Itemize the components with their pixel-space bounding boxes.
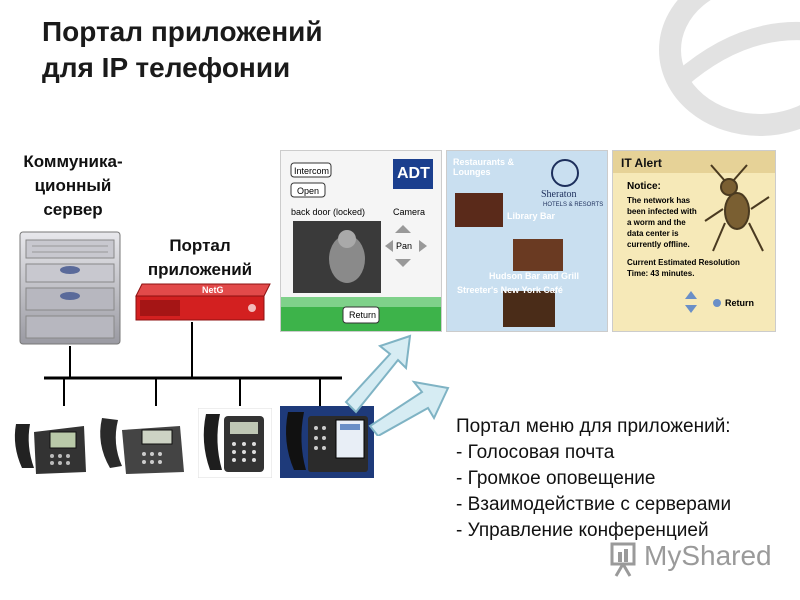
sheraton-brand: Sheraton [541,189,577,200]
watermark-logo-icon [610,542,636,577]
screen-it-alert: IT Alert Notice: The network has been in… [612,150,776,332]
alert-notice: Notice: [627,181,661,192]
arrow-up-icon [344,334,412,414]
ip-phone-2-image [100,418,184,474]
scroll-down-icon [685,305,697,313]
title-line-1: Портал приложений [42,16,323,47]
ip-phone-4-image [280,406,374,478]
sheraton-logo-icon [551,159,579,187]
comm-server-label-line-1: Коммуника- [23,152,123,171]
streeters-photo [503,291,555,327]
hudson-bar-photo [513,239,563,271]
alert-body-line-5: currently offline. [627,240,690,249]
open-label: Open [297,186,320,196]
app-portal-label-line-1: Портал [169,236,231,255]
arrow-right-icon [368,380,450,436]
pan-right-icon [419,240,427,252]
return-dot-icon [713,299,721,307]
alert-body-line-4: data center is [627,229,679,238]
portal-menu-item: - Взаимодействие с серверами [456,494,732,515]
hotel-item-2: Hudson Bar and Grill [489,271,580,281]
comm-server-label-line-2: ционный [34,176,112,195]
camera-label: Camera [393,207,426,217]
app-portal-label: Портал приложений [130,234,270,282]
alert-eta-line-1: Current Estimated Resolution [627,258,740,267]
hotel-item-1: Library Bar [507,211,556,221]
portal-brand-text: NetG [202,285,224,295]
sheraton-brand-sub: HOTELS & RESORTS [543,202,604,208]
hotel-heading: Restaurants & Lounges [453,157,515,177]
pan-left-icon [385,240,393,252]
ip-phone-3-image [198,408,272,478]
comm-server-label: Коммуника- ционный сервер [8,150,138,222]
library-bar-photo [455,193,503,227]
title-line-2: для IP телефонии [42,52,291,83]
watermark-ring-graphic [659,0,800,136]
adt-logo-text: ADT [397,165,430,182]
bug-icon [704,164,770,252]
return-label: Return [349,310,377,320]
alert-body-line-1: The network has [627,196,691,205]
adt-logo-shape [393,159,433,189]
pan-down-icon [395,259,411,267]
screen-door-camera: Intercom Open back door (locked) Camera … [280,150,442,332]
hotel-item-3: Streeter's New York Café [457,285,563,295]
portal-menu-heading: Портал меню для приложений: [456,416,731,437]
app-portal-device-image: NetG [135,283,271,321]
back-door-label: back door (locked) [291,207,366,217]
portal-menu-item: - Голосовая почта [456,442,615,463]
portal-menu-list: Портал меню для приложений: - Голосовая … [456,414,731,544]
open-button-shape [290,182,326,198]
scroll-up-icon [685,291,697,299]
alert-body-line-3: a worm and the [627,218,686,227]
portal-menu-item: - Управление конференцией [456,520,709,541]
intercom-button-shape [290,162,332,178]
portal-menu-item: - Громкое оповещение [456,468,656,489]
alert-screen-graphic [613,151,775,331]
alert-eta-line-2: Time: 43 minutes. [627,269,695,278]
return-button-shape [342,306,380,324]
pan-label: Pan [396,241,413,251]
pan-up-icon [395,225,411,233]
alert-eta: Current Estimated Resolution Time: 43 mi… [627,257,740,279]
hotel-screen-graphic [447,151,607,331]
app-portal-label-line-2: приложений [147,260,253,279]
alert-return-label: Return [725,298,754,308]
arrows-graphic [344,334,450,436]
watermark-text: MyShared [644,540,772,571]
ip-phone-1-image [10,406,88,478]
page-title: Портал приложений для IP телефонии [42,14,323,86]
door-screen-graphic [281,151,441,331]
alert-heading: IT Alert [621,156,662,170]
alert-body-line-2: been infected with [627,207,697,216]
comm-server-image [19,231,121,345]
alert-body: The network has been infected with a wor… [627,195,697,250]
comm-server-label-line-3: сервер [43,200,103,219]
screen-hotel: Restaurants & Lounges Sheraton HOTELS & … [446,150,608,332]
intercom-label: Intercom [294,166,330,176]
